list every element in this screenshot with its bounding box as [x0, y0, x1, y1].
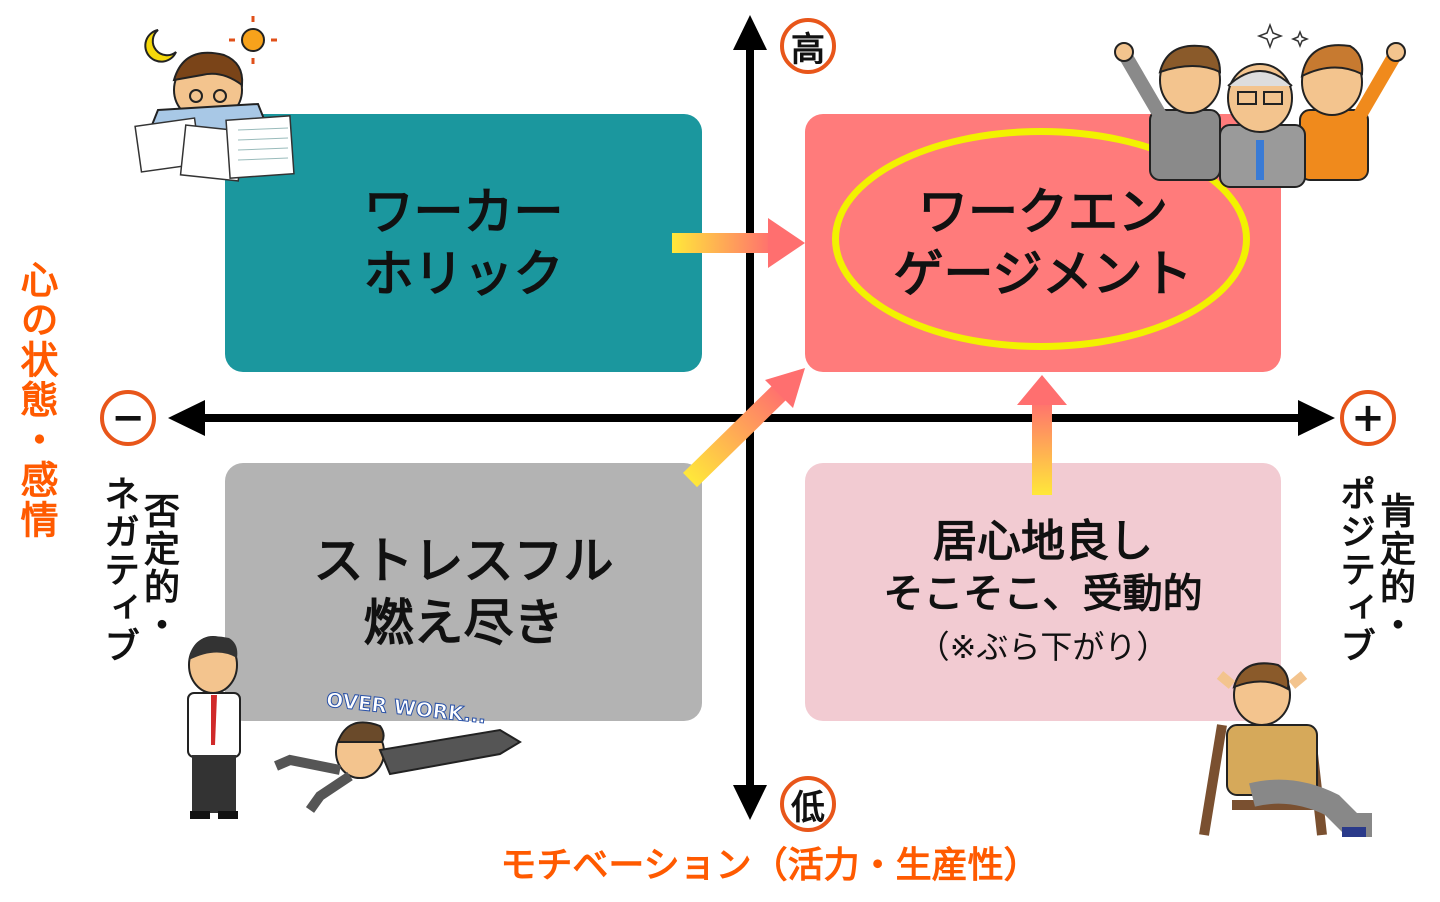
quadrant-stressful: ストレスフル 燃え尽き — [225, 463, 702, 721]
y-low-label: 低 — [780, 776, 836, 832]
positive-label-line1: 肯定的・ — [1374, 492, 1415, 644]
quadrant-comfortable-line1: 居心地良し — [933, 516, 1153, 567]
y-high-label: 高 — [780, 18, 836, 74]
x-minus-label: − — [100, 390, 156, 446]
y-axis-arrow-down — [733, 785, 767, 820]
overwork-text: OVER WORK... — [325, 687, 487, 728]
cheering-team-illustration — [1114, 22, 1406, 188]
highlight-ring — [832, 128, 1250, 350]
quadrant-stressful-line1: ストレスフル — [313, 532, 614, 590]
quadrant-stressful-line2: 燃え尽き — [363, 594, 564, 652]
sun-icon — [241, 28, 265, 52]
x-axis-arrow-right — [1298, 400, 1335, 436]
arrow-comfortable-to-engagement — [1017, 375, 1067, 495]
arrow-workaholic-to-engagement — [672, 218, 805, 268]
overworked-man-illustration — [134, 16, 295, 182]
x-axis-title: モチベーション（活力・生産性） — [500, 845, 1040, 886]
sparkle-icon — [1256, 22, 1310, 50]
quadrant-workaholic-line1: ワーカー — [363, 183, 564, 241]
y-axis-title: 心の状態・感情 — [14, 260, 58, 540]
y-axis-arrow-up — [733, 15, 767, 50]
moon-icon — [144, 29, 177, 63]
quadrant-comfortable: 居心地良し そこそこ、受動的 （※ぶら下がり） — [805, 463, 1281, 721]
tired-man-standing-illustration — [187, 636, 241, 819]
quadrant-comfortable-line2: そこそこ、受動的 — [883, 571, 1203, 617]
overwork-collapsed-man-illustration: OVER WORK... — [274, 687, 522, 813]
negative-label-line2: ネガティブ — [98, 475, 139, 665]
positive-label-line2: ポジティブ — [1334, 475, 1375, 665]
quadrant-workaholic: ワーカー ホリック — [225, 114, 702, 372]
quadrant-workaholic-line2: ホリック — [363, 245, 564, 303]
arrow-stressful-to-engagement — [683, 368, 805, 488]
x-axis-arrow-left — [168, 400, 205, 436]
quadrant-comfortable-note: （※ぶら下がり） — [917, 628, 1169, 666]
relaxed-man-chair-illustration — [1199, 662, 1372, 837]
x-plus-label: + — [1340, 390, 1396, 446]
negative-label-line1: 否定的・ — [138, 492, 179, 644]
